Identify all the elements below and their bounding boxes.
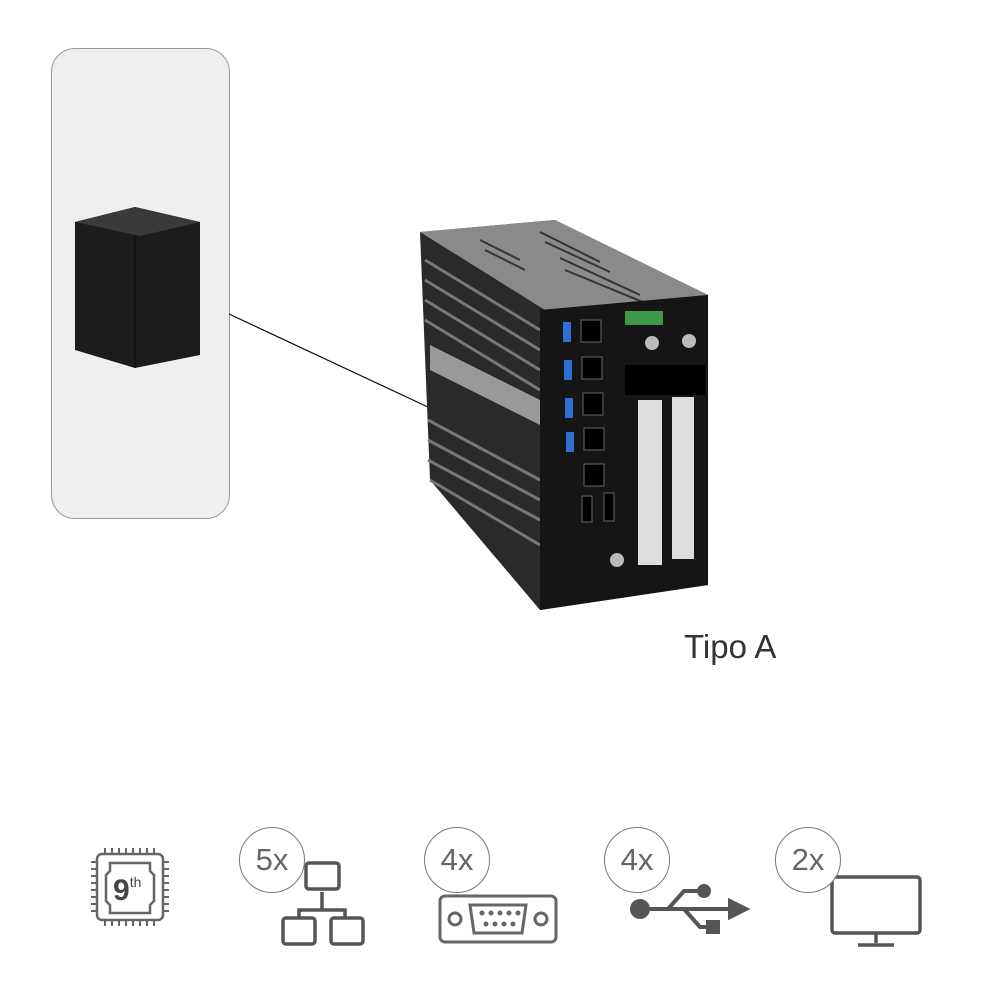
cpu-generation-number: 9	[113, 874, 130, 907]
usb-icon	[630, 884, 751, 934]
cpu-9th-gen-icon	[91, 848, 169, 926]
lan-count-badge: 5x	[239, 827, 305, 893]
serial-com-port-icon	[438, 894, 558, 944]
serial-count-badge: 4x	[424, 827, 490, 893]
thumbnail-box-image	[75, 207, 200, 368]
cpu-generation-suffix: th	[129, 874, 142, 890]
device-image	[420, 220, 708, 610]
monitor-display-icon	[830, 875, 922, 947]
lan-network-icon	[281, 861, 365, 946]
cpu-generation-text: 9th	[113, 874, 141, 908]
variant-label: Tipo A	[684, 628, 777, 665]
usb-count-badge: 4x	[604, 827, 670, 893]
display-count-badge: 2x	[775, 827, 841, 893]
callout-line	[228, 313, 431, 409]
